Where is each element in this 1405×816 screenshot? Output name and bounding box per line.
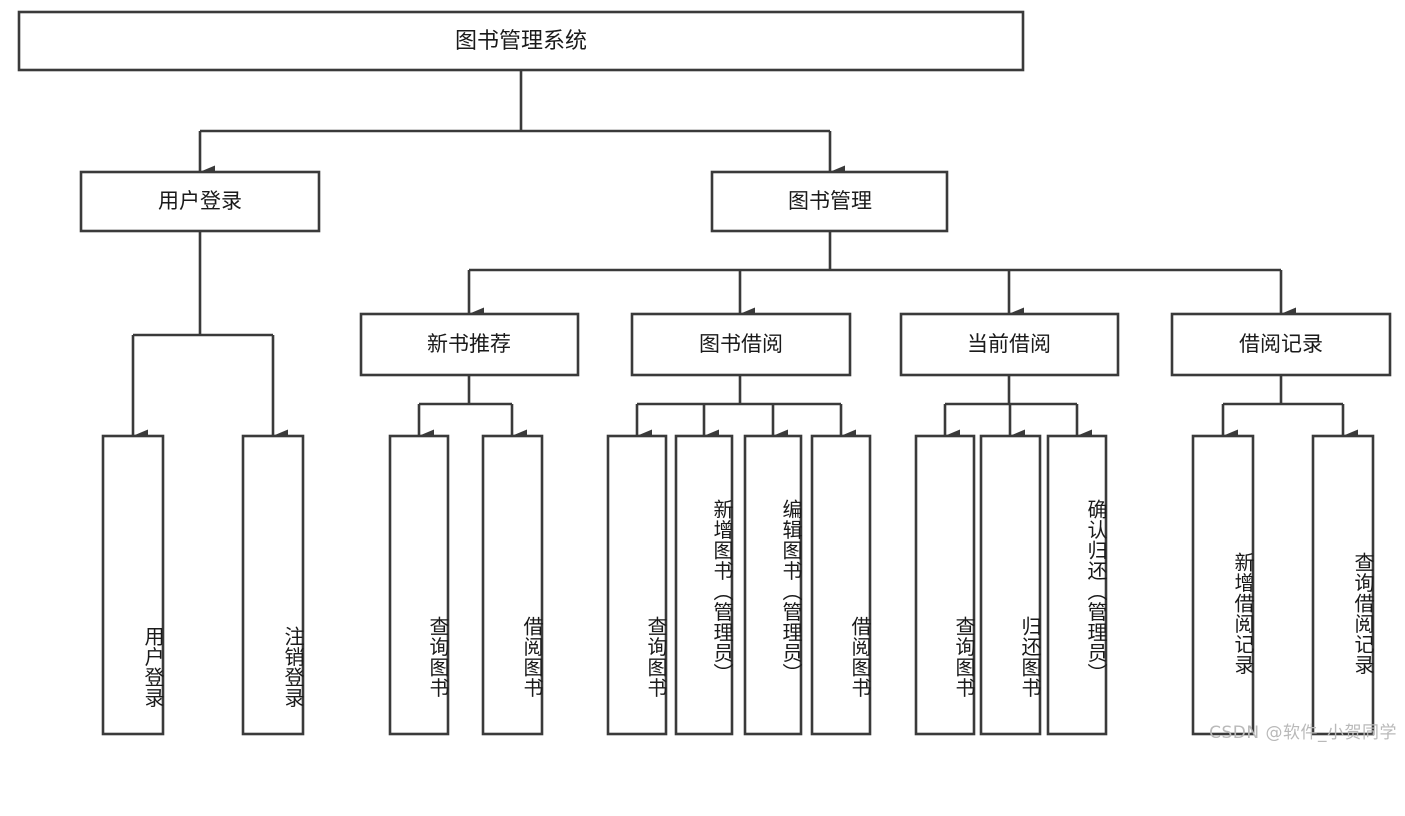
leaf-box-borrow-book-1[interactable] <box>481 434 544 736</box>
node-book-manage-box[interactable] <box>710 170 949 233</box>
node-new-book-rec-label: 新书推荐 <box>427 332 511 356</box>
connector-layer <box>131 70 1358 443</box>
csdn-watermark: CSDN @软件_小贺同学 <box>1209 723 1397 743</box>
leaf-box-query-book-3[interactable] <box>914 434 976 736</box>
flowchart-canvas: 图书管理系统 用户登录 图书管理 新书推荐 图书借阅 当前借阅 借阅记录 <box>17 10 1392 736</box>
node-book-borrow-label: 图书借阅 <box>699 332 783 356</box>
leaf-box-user-login[interactable] <box>101 434 165 736</box>
node-borrow-record[interactable]: 借阅记录 <box>1170 312 1392 377</box>
node-book-borrow-box[interactable] <box>630 312 852 377</box>
node-root[interactable]: 图书管理系统 <box>17 10 1025 72</box>
leaf-box-query-book-1[interactable] <box>388 434 450 736</box>
leaf-box-layer <box>101 434 1375 736</box>
node-user-login-box[interactable] <box>79 170 321 233</box>
node-borrow-record-label: 借阅记录 <box>1239 332 1323 356</box>
node-book-manage-label: 图书管理 <box>788 189 872 213</box>
flowchart-diagram: 图书管理系统 用户登录 图书管理 新书推荐 图书借阅 当前借阅 借阅记录 <box>17 10 1397 743</box>
leaf-box-return-book[interactable] <box>979 434 1042 736</box>
leaf-box-borrow-book-2[interactable] <box>810 434 872 736</box>
node-root-box[interactable] <box>17 10 1025 72</box>
leaf-box-add-book[interactable] <box>674 434 734 736</box>
node-new-book-rec-box[interactable] <box>359 312 580 377</box>
leaf-box-query-record[interactable] <box>1311 434 1375 736</box>
leaf-box-edit-book[interactable] <box>743 434 803 736</box>
leaf-box-add-record[interactable] <box>1191 434 1255 736</box>
node-root-label: 图书管理系统 <box>455 29 587 54</box>
node-borrow-record-box[interactable] <box>1170 312 1392 377</box>
leaf-box-confirm-return[interactable] <box>1046 434 1108 736</box>
node-current-borrow-label: 当前借阅 <box>967 332 1051 356</box>
node-book-manage[interactable]: 图书管理 <box>710 170 949 233</box>
node-new-book-rec[interactable]: 新书推荐 <box>359 312 580 377</box>
node-user-login[interactable]: 用户登录 <box>79 170 321 233</box>
node-user-login-label: 用户登录 <box>158 189 242 213</box>
node-current-borrow[interactable]: 当前借阅 <box>899 312 1120 377</box>
node-current-borrow-box[interactable] <box>899 312 1120 377</box>
leaf-box-logout[interactable] <box>241 434 305 736</box>
node-book-borrow[interactable]: 图书借阅 <box>630 312 852 377</box>
leaf-box-query-book-2[interactable] <box>606 434 668 736</box>
